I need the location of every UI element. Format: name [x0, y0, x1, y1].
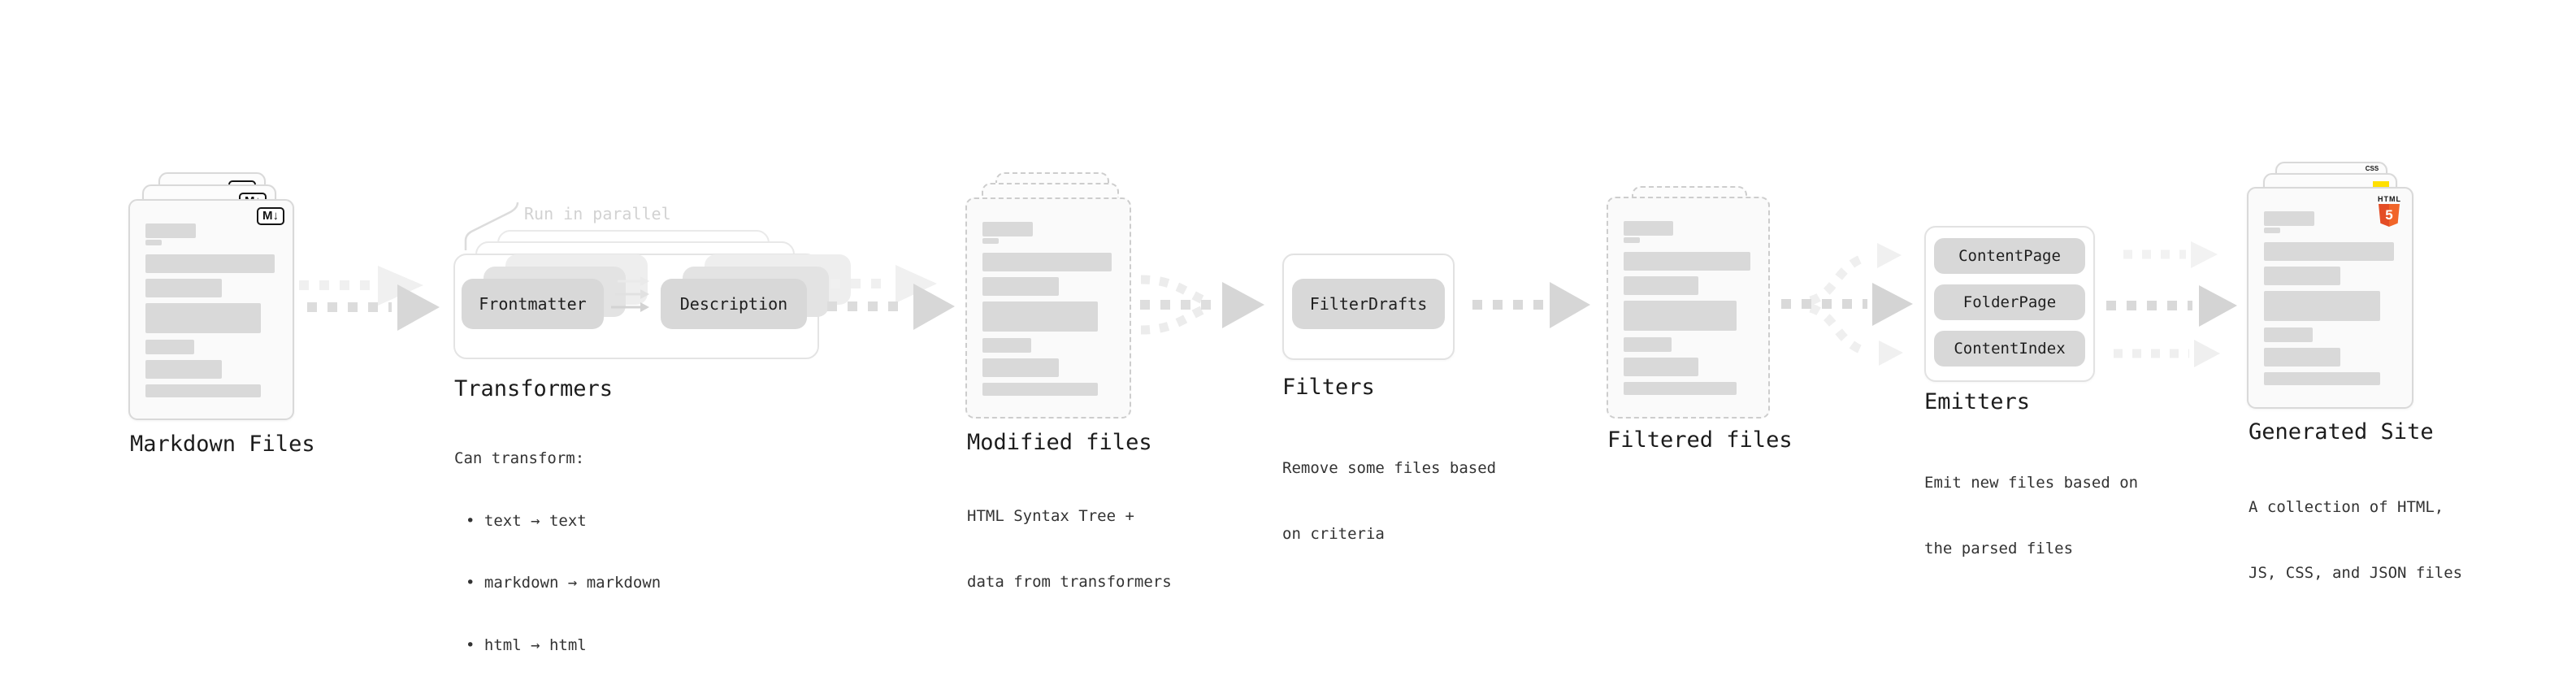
document-content-placeholder: [1624, 221, 1757, 395]
text-line-placeholder: [2264, 211, 2315, 226]
text-line-placeholder: [2264, 242, 2394, 261]
text-line-placeholder: [1624, 301, 1737, 331]
emitter-content-page-pill: ContentPage: [1934, 238, 2085, 274]
text-line-placeholder: [982, 277, 1059, 296]
desc-bullet: • html → html: [466, 635, 587, 654]
desc-bullet: • markdown → markdown: [466, 574, 661, 592]
text-line-placeholder: [1624, 221, 1673, 236]
generated-html-file-card: HTML 5: [2247, 187, 2413, 409]
desc-bullet: • text → text: [466, 511, 587, 530]
stage-title-transformers: Transformers: [454, 376, 614, 401]
text-line-placeholder: [982, 301, 1098, 332]
text-line-placeholder: [145, 254, 275, 273]
transformer-step-description: Description: [661, 279, 807, 329]
stage-desc-filters: Remove some files based on criteria: [1282, 414, 1496, 589]
text-line-placeholder: [145, 340, 195, 354]
emitter-folder-page-pill: FolderPage: [1934, 284, 2085, 320]
arrow-filters-to-filtered: [1472, 282, 1590, 328]
stage-title-filters: Filters: [1282, 375, 1375, 400]
stage-desc-transformers: Can transform: • text → text • markdown …: [454, 407, 661, 681]
html5-icon: HTML 5: [2378, 195, 2400, 227]
markdown-file-card-front: M↓: [128, 199, 294, 420]
text-line-placeholder: [982, 238, 1000, 244]
text-line-placeholder: [145, 384, 261, 397]
desc-line: on criteria: [1282, 525, 1385, 543]
js-icon: [2373, 181, 2389, 187]
text-line-placeholder: [982, 358, 1059, 377]
stage-title-filtered-files: Filtered files: [1607, 427, 1793, 453]
text-line-placeholder: [145, 279, 222, 297]
document-content-placeholder: [145, 223, 281, 397]
stage-title-modified-files: Modified files: [967, 430, 1152, 455]
arrow-modified-to-filters: [1140, 275, 1264, 335]
text-line-placeholder: [145, 303, 261, 333]
stage-title-markdown-files: Markdown Files: [130, 432, 315, 457]
text-line-placeholder: [982, 253, 1112, 271]
text-line-placeholder: [982, 338, 1032, 353]
arrow-markdown-to-transformers: [299, 266, 440, 331]
text-line-placeholder: [145, 223, 196, 238]
emitter-content-index-pill: ContentIndex: [1934, 331, 2085, 367]
filtered-file-card-front: [1607, 197, 1770, 419]
text-line-placeholder: [1624, 276, 1698, 295]
text-line-placeholder: [2264, 267, 2341, 285]
run-in-parallel-label: Run in parallel: [524, 204, 671, 223]
desc-line: A collection of HTML,: [2249, 498, 2444, 516]
modified-file-card-front: [965, 197, 1131, 419]
desc-line: Remove some files based: [1282, 459, 1497, 477]
text-line-placeholder: [2264, 291, 2380, 321]
text-line-placeholder: [2264, 372, 2380, 385]
markdown-icon: M↓: [257, 207, 284, 225]
text-line-placeholder: [2264, 348, 2341, 367]
text-line-placeholder: [2264, 327, 2314, 342]
desc-line: the parsed files: [1924, 540, 2074, 557]
arrow-filtered-to-emitters: [1781, 243, 1913, 366]
filter-drafts-pill: FilterDrafts: [1292, 279, 1445, 329]
text-line-placeholder: [982, 383, 1098, 396]
stage-desc-emitters: Emit new files based on the parsed files: [1924, 428, 2138, 604]
text-line-placeholder: [982, 222, 1033, 236]
desc-line: data from transformers: [967, 573, 1172, 591]
text-line-placeholder: [145, 360, 222, 379]
stage-title-generated-site: Generated Site: [2249, 419, 2434, 445]
desc-line: JS, CSS, and JSON files: [2249, 564, 2463, 582]
document-content-placeholder: [982, 222, 1118, 396]
text-line-placeholder: [2264, 228, 2281, 233]
stage-title-emitters: Emitters: [1924, 389, 2031, 414]
arrow-emitters-to-generated: [2106, 241, 2237, 367]
transformer-step-frontmatter: Frontmatter: [462, 279, 604, 329]
text-line-placeholder: [1624, 382, 1737, 395]
text-line-placeholder: [1624, 337, 1672, 352]
text-line-placeholder: [1624, 252, 1750, 271]
stage-desc-generated-site: A collection of HTML, JS, CSS, and JSON …: [2249, 453, 2462, 628]
text-line-placeholder: [145, 240, 163, 245]
stage-desc-modified-files: HTML Syntax Tree + data from transformer…: [967, 462, 1172, 637]
text-line-placeholder: [1624, 358, 1698, 376]
text-line-placeholder: [1624, 237, 1640, 243]
desc-line: Emit new files based on: [1924, 474, 2139, 492]
document-content-placeholder: [2264, 211, 2400, 385]
desc-line: Can transform:: [454, 449, 585, 467]
desc-line: HTML Syntax Tree +: [967, 507, 1134, 525]
